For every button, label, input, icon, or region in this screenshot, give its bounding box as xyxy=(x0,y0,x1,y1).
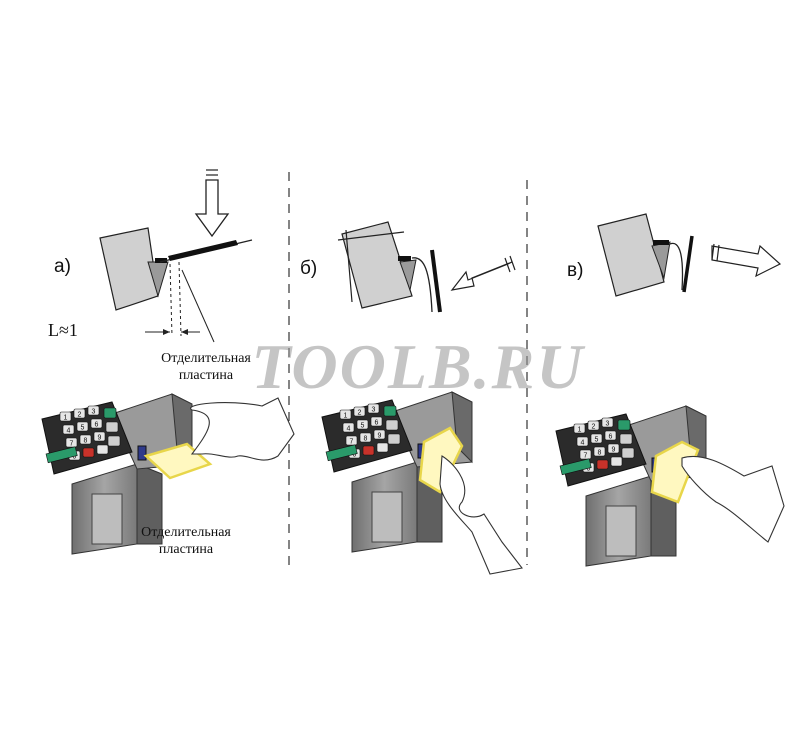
terminal-b-key-label: 8 xyxy=(364,436,368,443)
terminal-b-key xyxy=(362,445,375,456)
terminal-c-key-label: 1 xyxy=(578,427,582,434)
terminal-a-key-label: 7 xyxy=(70,441,74,448)
terminal-b-key xyxy=(367,403,380,414)
panel-c-label: в) xyxy=(567,260,584,281)
terminal-b-key xyxy=(373,429,386,440)
terminal-a-key-label: 4 xyxy=(67,428,71,435)
terminal-c-key xyxy=(590,433,603,444)
terminal-c-key-label: 2 xyxy=(592,424,596,431)
terminal-c-key-label: 0 xyxy=(587,466,591,473)
panel-a-label: а) xyxy=(54,256,71,277)
printer-head-b xyxy=(341,221,413,309)
terminal-c-key xyxy=(579,449,592,460)
terminal-a-key xyxy=(73,408,86,419)
terminal-c-key-label: 4 xyxy=(581,440,585,447)
terminal-b-key xyxy=(359,432,372,443)
terminal-b-key xyxy=(342,422,355,433)
label-strip-b xyxy=(430,249,442,313)
terminal-a-key xyxy=(82,447,95,458)
terminal-a-key-label: 2 xyxy=(78,412,82,419)
terminal-c-key xyxy=(601,417,614,428)
terminal-a: 1 2 3 4 5 6 7 8 9 0 xyxy=(41,393,295,555)
separator-plate-note: Отделительная пластина xyxy=(146,350,266,384)
terminal-b-key-label: 9 xyxy=(378,433,382,440)
photo-separator-line2: пластина xyxy=(158,542,214,557)
terminal-c-key xyxy=(596,459,609,470)
label-strip-c xyxy=(682,235,694,293)
terminal-c-key xyxy=(573,423,586,434)
terminal-a-key xyxy=(96,444,109,455)
terminal-a-key xyxy=(90,418,103,429)
terminal-a-key-label: 5 xyxy=(81,425,85,432)
terminal-c-key xyxy=(607,443,620,454)
terminal-a-key-label: 6 xyxy=(95,422,99,429)
terminal-a-key-label: 8 xyxy=(84,438,88,445)
terminal-b-key-label: 5 xyxy=(361,423,365,430)
panel-c-schematic xyxy=(597,213,782,297)
terminal-b-key xyxy=(339,409,352,420)
terminal-b-key-label: 1 xyxy=(344,413,348,420)
terminal-a-key xyxy=(65,437,78,448)
terminal-c-key xyxy=(610,456,623,467)
label-strip-a xyxy=(168,240,238,261)
pull-arrow-c xyxy=(711,244,782,278)
panel-b-schematic xyxy=(337,221,516,313)
terminal-b: 1 2 3 4 5 6 7 8 9 0 xyxy=(321,391,523,575)
panel-b-label: б) xyxy=(300,258,318,279)
terminal-b-key xyxy=(353,406,366,417)
terminal-b-key-label: 3 xyxy=(372,407,376,414)
terminal-c-key-label: 8 xyxy=(598,450,602,457)
terminal-c-key-label: 7 xyxy=(584,453,588,460)
terminal-c: 1 2 3 4 5 6 7 8 9 0 xyxy=(555,405,785,567)
panel-a-schematic xyxy=(99,169,253,343)
pull-arrow-b xyxy=(450,261,513,291)
terminal-b-key-label: 0 xyxy=(353,452,357,459)
watermark-text: TOOLB.RU xyxy=(251,331,585,402)
terminal-a-key xyxy=(62,424,75,435)
terminal-c-key-label: 3 xyxy=(606,421,610,428)
terminal-a-key xyxy=(87,405,100,416)
terminal-a-key-label: 9 xyxy=(98,435,102,442)
terminal-c-key xyxy=(593,446,606,457)
terminal-b-key-label: 7 xyxy=(350,439,354,446)
terminal-b-key xyxy=(356,419,369,430)
terminal-c-key-label: 5 xyxy=(595,437,599,444)
terminal-a-key-label: 3 xyxy=(92,409,96,416)
terminal-a-key xyxy=(93,431,106,442)
length-formula: L≈1 xyxy=(48,320,78,340)
terminal-a-key-label: 0 xyxy=(73,454,77,461)
photo-separator-note: Отделительная пластина xyxy=(126,524,246,558)
terminal-a-key xyxy=(79,434,92,445)
terminal-a-key-label: 1 xyxy=(64,415,68,422)
terminal-b-key xyxy=(370,416,383,427)
printer-head-c xyxy=(597,213,665,297)
separator-plate-line2: пластина xyxy=(178,368,234,383)
photo-separator-line1: Отделительная xyxy=(141,525,231,540)
push-arrow-a xyxy=(194,179,230,238)
terminal-c-key-label: 9 xyxy=(612,447,616,454)
terminal-c-key xyxy=(587,420,600,431)
separator-plate-line1: Отделительная xyxy=(161,351,251,366)
terminal-b-key xyxy=(376,442,389,453)
terminal-b-key-label: 4 xyxy=(347,426,351,433)
terminal-b-key-label: 6 xyxy=(375,420,379,427)
terminal-a-key xyxy=(59,411,72,422)
terminal-c-key xyxy=(604,430,617,441)
terminal-b-key-label: 2 xyxy=(358,410,362,417)
printer-head-a xyxy=(99,227,159,311)
terminal-b-key xyxy=(345,435,358,446)
terminal-a-key xyxy=(76,421,89,432)
terminal-c-key-label: 6 xyxy=(609,434,613,441)
terminal-c-key xyxy=(576,436,589,447)
